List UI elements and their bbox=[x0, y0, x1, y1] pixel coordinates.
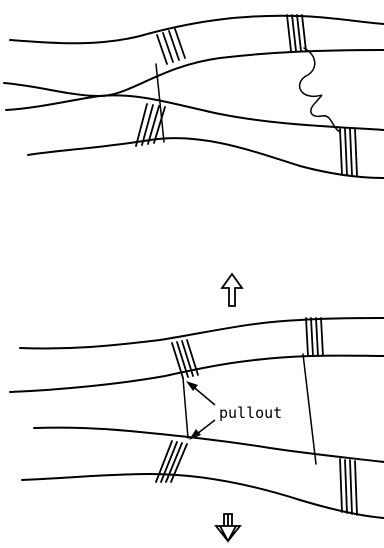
pullout-pointer-upper bbox=[186, 381, 215, 405]
bottom-fiber-b-upper-edge bbox=[34, 428, 384, 462]
bottom-stripe-set-2 bbox=[306, 318, 323, 356]
pullout-pointer-lower bbox=[189, 420, 215, 440]
top-fiber-a-upper-edge bbox=[10, 16, 384, 44]
bottom-stripe-set-4 bbox=[340, 459, 357, 515]
bottom-interface-line-left bbox=[183, 378, 188, 438]
top-wavy-fibril bbox=[300, 48, 340, 132]
top-fiber-b-lower-edge bbox=[28, 138, 384, 178]
top-fiber-b-upper-edge bbox=[6, 95, 384, 130]
bottom-panel: pullout bbox=[10, 318, 384, 518]
top-panel bbox=[4, 15, 384, 178]
top-stripe-set-2 bbox=[287, 15, 306, 51]
up-arrow-icon bbox=[222, 274, 242, 306]
down-arrow-icon bbox=[216, 514, 240, 541]
bottom-fiber-b-lower-edge bbox=[22, 474, 384, 518]
top-fiber-a-lower-edge bbox=[4, 50, 384, 96]
bottom-interface-line-right bbox=[303, 354, 316, 464]
top-stripe-set-4 bbox=[340, 129, 357, 175]
pullout-label: pullout bbox=[219, 404, 282, 422]
top-stripe-set-1 bbox=[157, 29, 185, 64]
bottom-fiber-a-upper-edge bbox=[20, 318, 384, 349]
